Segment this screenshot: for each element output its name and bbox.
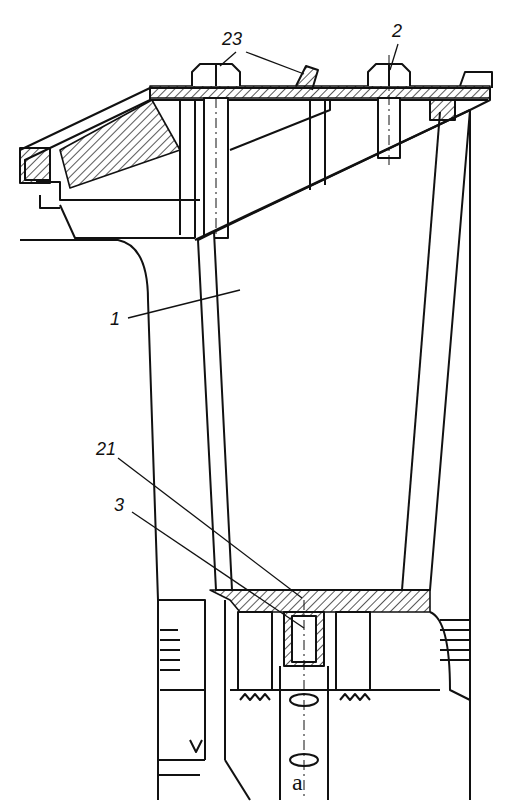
callout-number: 2: [392, 22, 402, 40]
figure-letter: a: [292, 770, 303, 794]
callout-number: 1: [110, 310, 120, 328]
callout-number: 23: [222, 30, 242, 48]
callout-number: 3: [114, 496, 124, 514]
callout-number: 21: [96, 440, 116, 458]
